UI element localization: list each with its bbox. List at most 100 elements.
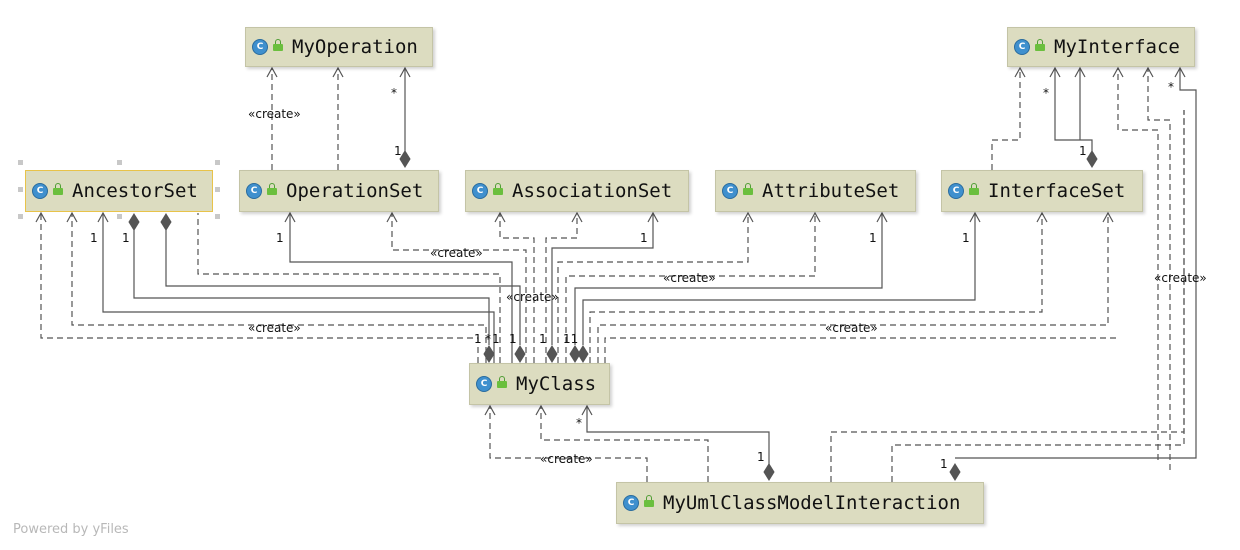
connector-edge[interactable] <box>489 406 648 482</box>
class-icon: C <box>1014 39 1030 55</box>
selection-handle-e[interactable] <box>215 187 220 192</box>
connector-edge[interactable] <box>1117 68 1159 460</box>
connector-edge[interactable] <box>71 213 487 363</box>
arrowhead <box>1074 66 1086 78</box>
multiplicity-label: 1 <box>940 457 948 471</box>
arrowhead <box>1014 66 1026 78</box>
composition-diamond <box>160 213 172 231</box>
connector-edge[interactable] <box>40 213 479 363</box>
class-icon: C <box>32 183 48 199</box>
class-icon: C <box>472 183 488 199</box>
multiplicity-label: 1 <box>509 332 517 346</box>
class-node-attribute-set[interactable]: C AttributeSet <box>715 170 916 212</box>
selection-handle-n[interactable] <box>117 160 122 165</box>
connector-edge[interactable] <box>1054 68 1093 151</box>
selection-handle-s[interactable] <box>117 214 122 219</box>
arrowhead <box>97 211 109 223</box>
composition-diamond <box>128 213 140 231</box>
class-name: MyClass <box>516 373 597 395</box>
create-label: «create» <box>506 290 559 304</box>
composition-diamond <box>399 150 411 168</box>
arrowhead <box>581 404 593 416</box>
arrowhead <box>399 66 411 78</box>
connector-edge[interactable] <box>955 68 1197 459</box>
multiplicity-label: 1 <box>276 231 284 245</box>
selection-handle-sw[interactable] <box>18 214 23 219</box>
connector-edge[interactable] <box>102 213 495 363</box>
class-node-my-interface[interactable]: C MyInterface <box>1007 27 1195 67</box>
connector-edge[interactable] <box>197 213 501 363</box>
multiplicity-label: * <box>1043 86 1049 100</box>
connector-edge[interactable] <box>891 110 1185 482</box>
arrowhead <box>284 211 296 223</box>
multiplicity-label: 1 <box>492 332 500 346</box>
multiplicity-label: 1 <box>122 231 130 245</box>
connector-edge[interactable] <box>597 213 1109 363</box>
connector-edge[interactable] <box>582 213 976 345</box>
multiplicity-label: 1 <box>90 231 98 245</box>
selection-handle-nw[interactable] <box>18 160 23 165</box>
connector-edge[interactable] <box>289 213 513 363</box>
multiplicity-label: 1 <box>757 450 765 464</box>
create-label: «create» <box>1154 271 1207 285</box>
create-label: «create» <box>540 452 593 466</box>
connector-edge[interactable] <box>499 213 535 363</box>
lock-icon <box>644 494 654 508</box>
selection-handle-se[interactable] <box>215 214 220 219</box>
class-node-operation-set[interactable]: C OperationSet <box>239 170 439 212</box>
arrowhead <box>35 211 47 223</box>
arrowhead <box>1036 211 1048 223</box>
connector-edge[interactable] <box>551 213 654 345</box>
connector-edge[interactable] <box>165 230 521 345</box>
arrowhead <box>571 211 583 223</box>
connector-edge[interactable] <box>391 213 527 363</box>
multiplicity-label: 1 <box>474 332 482 346</box>
connector-edge[interactable] <box>565 213 816 363</box>
selection-handle-ne[interactable] <box>215 160 220 165</box>
class-name: AssociationSet <box>512 180 673 202</box>
connector-edge[interactable] <box>545 213 578 363</box>
composition-diamond <box>483 345 495 363</box>
arrowhead <box>1049 66 1061 78</box>
lock-icon <box>493 182 503 196</box>
arrowhead <box>332 66 344 78</box>
connector-edge[interactable] <box>133 230 490 345</box>
create-label: «create» <box>248 321 301 335</box>
connector-edge[interactable] <box>557 213 749 363</box>
connector-edge[interactable] <box>574 213 883 345</box>
multiplicity-label: 1 <box>869 231 877 245</box>
lock-icon <box>53 182 63 196</box>
class-name: OperationSet <box>286 180 424 202</box>
class-node-my-uml-class-model-interaction[interactable]: C MyUmlClassModelInteraction <box>616 482 984 524</box>
class-name: MyOperation <box>292 36 418 58</box>
lock-icon <box>273 38 283 52</box>
connector-edge[interactable] <box>991 68 1021 170</box>
multiplicity-label: 1 <box>1079 144 1087 158</box>
multiplicity-label: * <box>576 416 582 430</box>
class-node-association-set[interactable]: C AssociationSet <box>465 170 689 212</box>
class-node-ancestor-set[interactable]: C AncestorSet <box>25 170 213 212</box>
connector-edge[interactable] <box>604 337 1118 363</box>
lock-icon <box>267 182 277 196</box>
connector-edge[interactable] <box>589 213 1043 363</box>
arrowhead <box>969 211 981 223</box>
arrowhead <box>535 404 547 416</box>
multiplicity-label: 1 <box>539 332 547 346</box>
selection-handle-w[interactable] <box>18 187 23 192</box>
class-node-my-operation[interactable]: C MyOperation <box>245 27 433 67</box>
arrowhead <box>742 211 754 223</box>
connector-edge[interactable] <box>1147 68 1171 470</box>
multiplicity-label: * <box>391 86 397 100</box>
class-icon: C <box>252 39 268 55</box>
arrowhead <box>647 211 659 223</box>
class-node-interface-set[interactable]: C InterfaceSet <box>941 170 1143 212</box>
class-name: AncestorSet <box>72 180 198 202</box>
composition-diamond <box>569 345 581 363</box>
connector-edge[interactable] <box>540 406 709 482</box>
connector-edge[interactable] <box>586 406 770 465</box>
multiplicity-label: 11 <box>563 332 579 346</box>
connector-edge[interactable] <box>830 110 1185 482</box>
class-node-my-class[interactable]: C MyClass <box>469 363 610 405</box>
arrowhead <box>1112 66 1124 78</box>
multiplicity-label: 1 <box>962 231 970 245</box>
